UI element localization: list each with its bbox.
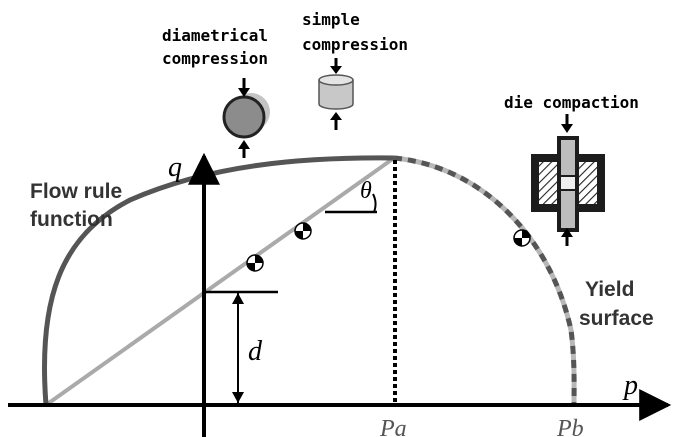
simple-compression-icon xyxy=(318,58,354,130)
shear-failure-line xyxy=(44,156,396,407)
flow-rule-curve xyxy=(41,155,395,406)
simple-compression-label-line1: simple xyxy=(302,10,360,29)
theta-arc xyxy=(372,193,377,213)
flow-rule-label-line1: Flow rule xyxy=(30,180,122,203)
test-marker-icon xyxy=(294,222,312,240)
diametrical-label-line2: compression xyxy=(162,49,268,68)
d-label: d xyxy=(248,336,263,367)
die-compaction-icon xyxy=(531,114,605,246)
diametrical-compression-icon xyxy=(222,78,270,158)
d-arrow-down-head xyxy=(232,392,244,403)
p-axis-label: p xyxy=(622,370,638,401)
test-marker-icon xyxy=(246,254,264,272)
test-marker-icon xyxy=(513,229,531,247)
yield-surface-cap-dashes xyxy=(393,155,577,406)
d-arrow-up-head xyxy=(232,293,244,304)
q-axis-label: q xyxy=(168,152,182,183)
die-compaction-label: die compaction xyxy=(504,93,639,112)
simple-compression-label-line2: compression xyxy=(302,35,408,54)
flow-rule-label-line2: function xyxy=(30,208,113,231)
diametrical-label-line1: diametrical xyxy=(162,26,268,45)
yield-surface-label-line1: Yield xyxy=(585,278,634,301)
pb-label: Pb xyxy=(556,416,584,437)
yield-surface-label-line2: surface xyxy=(579,307,654,330)
pa-label: Pa xyxy=(379,416,407,437)
theta-label: θ xyxy=(360,178,372,204)
